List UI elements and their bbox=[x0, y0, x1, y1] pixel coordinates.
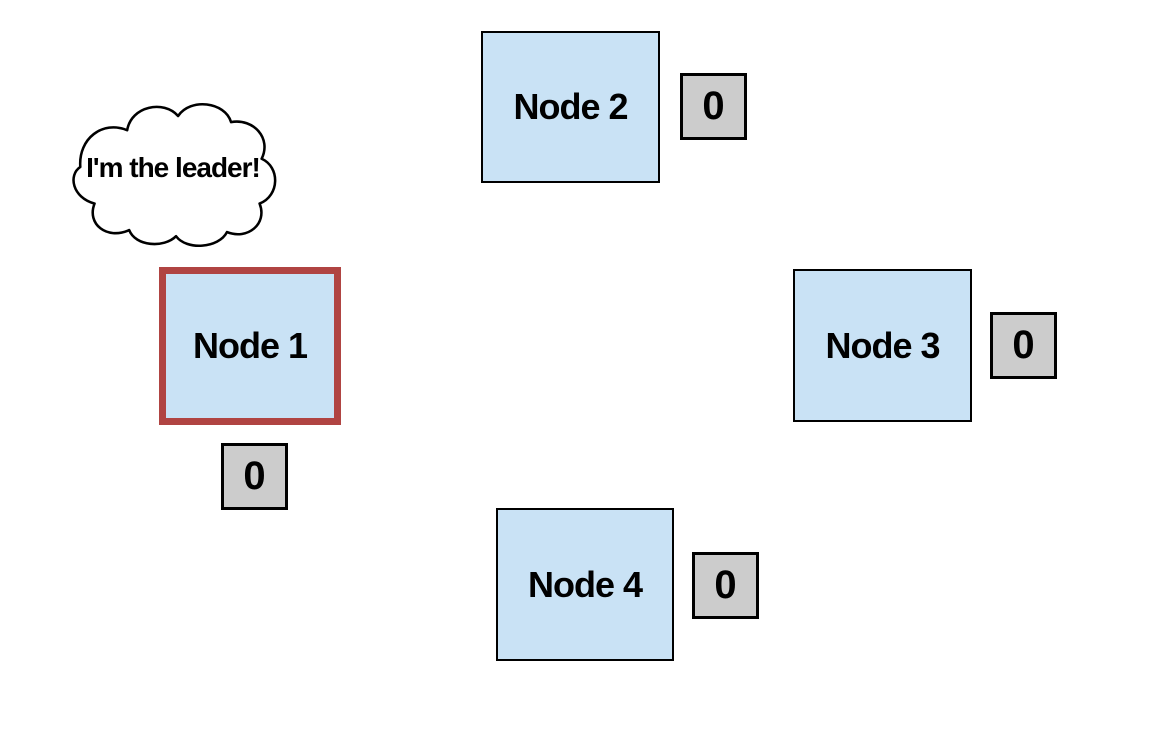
node-3-label: Node 3 bbox=[825, 324, 940, 366]
leader-thought-bubble-text: I'm the leader! bbox=[86, 151, 261, 183]
node-2[interactable]: Node 2 bbox=[481, 31, 660, 183]
node-1-label: Node 1 bbox=[192, 325, 308, 366]
node-4[interactable]: Node 4 bbox=[496, 508, 674, 661]
node-4-counter-value: 0 bbox=[714, 563, 737, 607]
node-1-counter[interactable]: 0 bbox=[221, 443, 288, 510]
node-1[interactable]: Node 1 bbox=[159, 267, 341, 425]
node-4-counter[interactable]: 0 bbox=[692, 552, 759, 619]
cloud-icon bbox=[72, 103, 277, 247]
node-3-counter-value: 0 bbox=[1012, 323, 1035, 367]
node-3[interactable]: Node 3 bbox=[793, 269, 972, 422]
node-3-counter[interactable]: 0 bbox=[990, 312, 1057, 379]
leader-thought-bubble: I'm the leader! bbox=[64, 93, 282, 250]
node-2-counter-value: 0 bbox=[702, 84, 725, 128]
node-1-counter-value: 0 bbox=[243, 454, 266, 498]
node-2-label: Node 2 bbox=[513, 86, 628, 127]
node-2-counter[interactable]: 0 bbox=[680, 73, 747, 140]
node-4-label: Node 4 bbox=[527, 563, 643, 605]
